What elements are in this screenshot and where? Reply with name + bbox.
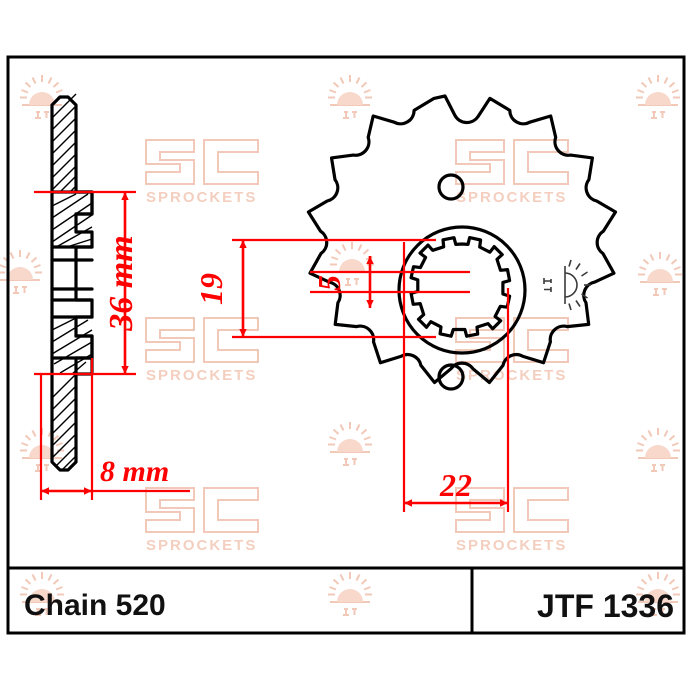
sun-watermark: [0, 249, 43, 294]
sun-watermark: [637, 251, 683, 296]
hub-boss-circle: [397, 225, 527, 355]
dim-label-8mm: 8 mm: [100, 455, 169, 488]
jt-sprockets-watermark: [145, 139, 259, 207]
dim-label-22: 22: [439, 467, 472, 503]
sprocket-teeth-outline: [306, 94, 618, 385]
relief-hole-top: [437, 173, 465, 201]
jt-sprockets-watermark: [145, 317, 259, 385]
section-hatching: [51, 93, 93, 470]
sun-watermark: [635, 427, 681, 472]
drawing-frame: [6, 55, 686, 635]
sun-watermark: [327, 571, 373, 616]
jt-sprockets-watermark: [145, 487, 259, 555]
sun-watermark: [327, 421, 373, 466]
sprocket-section-view: [50, 93, 94, 472]
sun-watermark: [19, 74, 65, 119]
sun-watermark: [327, 74, 373, 119]
part-number-label: JTF 1336: [537, 588, 674, 624]
dim-label-19: 19: [193, 273, 229, 305]
chain-size-label: Chain 520: [24, 589, 166, 622]
jt-sprockets-watermark: [455, 487, 569, 555]
dim-label-36mm: 36 mm: [103, 235, 140, 331]
dim-label-5: 5: [311, 275, 347, 291]
splined-bore: [409, 236, 512, 338]
relief-hole-bottom: [437, 363, 465, 391]
sprocket-face-view: [306, 94, 618, 391]
jt-sprockets-watermark: [455, 139, 569, 207]
sun-watermark: [635, 74, 681, 119]
dimension-layer: 36 mm 8 mm 19 5 22: [34, 190, 510, 512]
